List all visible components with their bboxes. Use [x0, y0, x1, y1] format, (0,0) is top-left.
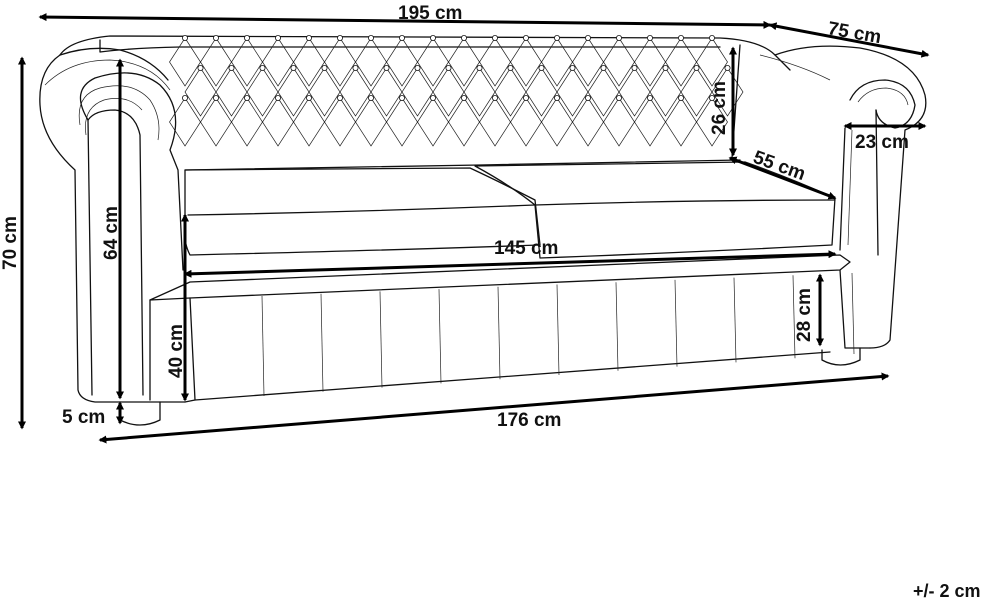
dim-line-seat-depth — [728, 156, 837, 200]
left-armrest — [39, 54, 186, 403]
sofa-base — [149, 254, 851, 301]
dim-line-total-width — [38, 13, 772, 29]
dimension-labels: 195 cm 75 cm 26 cm 23 cm 55 cm 145 cm 64… — [0, 3, 981, 601]
dim-line-depth — [768, 22, 930, 58]
label-base-height: 28 cm — [794, 288, 815, 342]
label-total-height: 70 cm — [0, 216, 21, 270]
label-seat-width: 145 cm — [494, 238, 558, 259]
label-armrest-width: 23 cm — [855, 132, 909, 153]
dim-line-front-width — [98, 372, 890, 444]
label-back-height: 26 cm — [709, 81, 730, 135]
label-total-width: 195 cm — [398, 3, 462, 24]
label-leg-height: 5 cm — [62, 407, 105, 428]
label-tolerance: +/- 2 cm — [913, 581, 981, 601]
backrest-top — [59, 35, 791, 71]
front-left-leg — [119, 401, 161, 426]
label-seat-height: 40 cm — [166, 324, 187, 378]
label-arm-height: 64 cm — [101, 206, 122, 260]
label-front-width: 176 cm — [497, 410, 561, 431]
front-right-leg — [821, 347, 861, 366]
label-seat-depth: 55 cm — [750, 147, 808, 185]
label-depth: 75 cm — [826, 18, 883, 48]
backrest-tufting — [169, 35, 744, 147]
dimension-lines — [18, 13, 930, 444]
dim-line-seat-width — [183, 250, 837, 278]
